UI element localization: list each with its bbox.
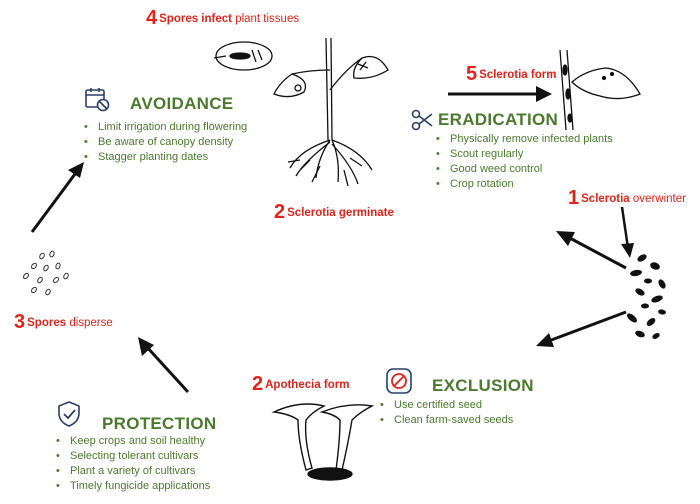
list-item: Be aware of canopy density (84, 135, 247, 150)
stage-bold-text: Spores (27, 317, 67, 329)
protection-list: Keep crops and soil healthy Selecting to… (56, 434, 210, 494)
cycle-arrow-to-apothecia (536, 310, 627, 347)
sclerotia-forming-illustration (559, 49, 641, 131)
cycle-arrow-to-sclerotia-form (448, 86, 552, 102)
stage-number: 4 (146, 7, 158, 29)
list-item: Stagger planting dates (84, 150, 247, 165)
apothecia-illustration (271, 403, 375, 481)
germinating-plant-illustration (213, 37, 389, 187)
cycle-arrow-to-overwinter (620, 206, 634, 258)
stage-bold-text: Sclerotia (581, 193, 630, 205)
scissors-icon (411, 109, 433, 131)
avoidance-heading: AVOIDANCE (130, 94, 234, 113)
eradication-heading: ERADICATION (438, 110, 559, 129)
list-item: Timely fungicide applications (56, 479, 210, 494)
cycle-arrow-to-avoidance (30, 162, 84, 233)
protection-heading: PROTECTION (102, 414, 217, 433)
stage-bold-text: Spores infect (159, 13, 232, 25)
stage-bold-text: Sclerotia form (479, 69, 557, 81)
list-item: Clean farm-saved seeds (380, 413, 513, 428)
stage-number: 5 (466, 63, 478, 85)
shield-check-icon (58, 401, 80, 427)
sclerotia-cluster-illustration (627, 254, 666, 339)
list-item: Use certified seed (380, 398, 513, 413)
calendar-cancel-icon (85, 88, 110, 112)
stage-number: 2 (252, 373, 264, 395)
list-item: Good weed control (436, 162, 613, 177)
list-item: Physically remove infected plants (436, 132, 613, 147)
exclusion-list: Use certified seed Clean farm-saved seed… (380, 398, 513, 428)
stage-rest-text: plant tissues (231, 13, 300, 25)
list-item: Keep crops and soil healthy (56, 434, 210, 449)
exclusion-heading: EXCLUSION (432, 376, 534, 395)
spores-illustration (23, 250, 69, 296)
stage-bold-text: Apothecia form (265, 379, 350, 391)
cycle-arrow-to-germinate (556, 231, 627, 270)
list-item: Limit irrigation during flowering (84, 120, 247, 135)
avoidance-list: Limit irrigation during flowering Be awa… (84, 120, 247, 165)
stage-number: 3 (14, 311, 26, 333)
stage-bold-text: Sclerotia germinate (287, 207, 394, 219)
list-item: Crop rotation (436, 177, 613, 192)
list-item: Scout regularly (436, 147, 613, 162)
stage-rest-text: overwinter (629, 193, 686, 205)
list-item: Selecting tolerant cultivars (56, 449, 210, 464)
eradication-list: Physically remove infected plants Scout … (436, 132, 613, 192)
cycle-arrow-to-spores (138, 337, 190, 394)
list-item: Plant a variety of cultivars (56, 464, 210, 479)
prohibited-icon (386, 368, 412, 394)
stage-rest-text: disperse (66, 317, 113, 329)
stage-number: 1 (568, 187, 580, 209)
stage-number: 2 (274, 201, 286, 223)
